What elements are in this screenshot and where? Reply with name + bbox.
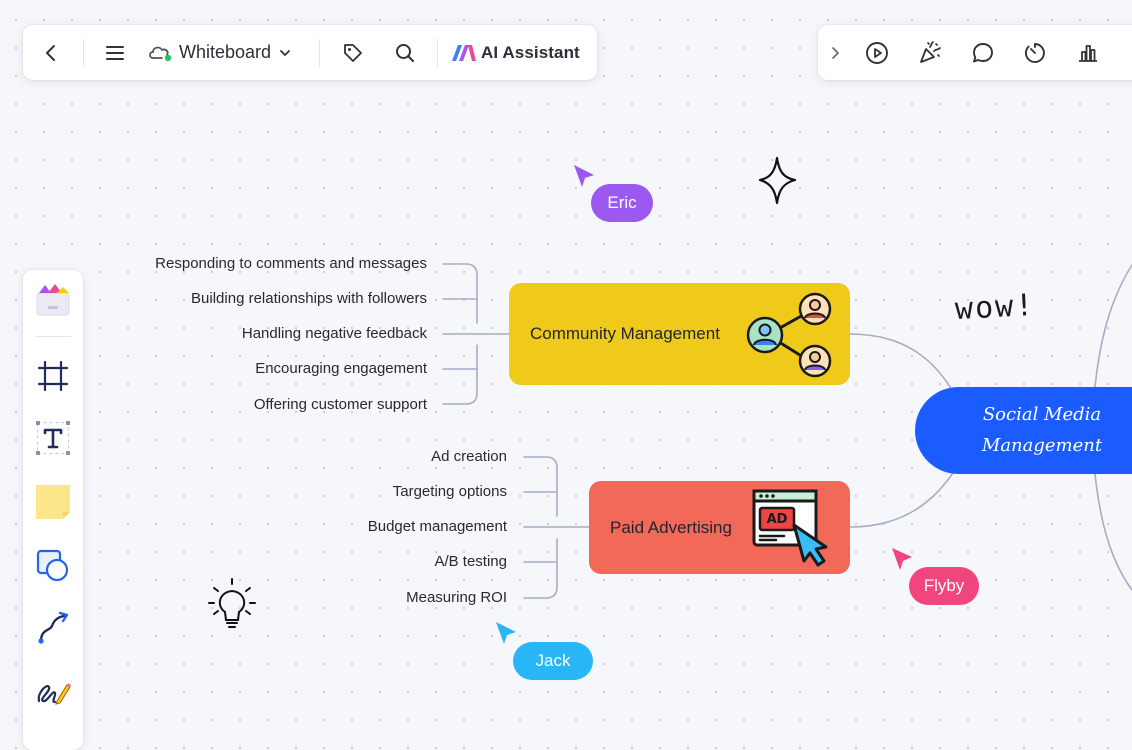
comment-bubble-icon — [973, 42, 993, 62]
connector-right-bottom — [1094, 473, 1132, 591]
center-node-title-line1: Social Media — [982, 404, 1102, 425]
cursor-arrow-jack-icon — [496, 622, 516, 644]
play-circle-icon — [866, 41, 888, 64]
social-media-management-node[interactable]: Social Media Management — [915, 387, 1132, 474]
advertising-item-ad-creation[interactable]: Ad creation — [431, 448, 507, 465]
cursor-tag-jack: Jack — [513, 642, 593, 680]
bar-chart-icon — [1079, 44, 1097, 62]
connector-community-item-5 — [442, 344, 478, 405]
sticky-note-icon — [36, 485, 70, 519]
connector-right-top — [1094, 264, 1132, 388]
advertising-item-roi[interactable]: Measuring ROI — [406, 589, 507, 606]
pen-tool[interactable] — [33, 672, 73, 712]
shape-tool[interactable] — [33, 546, 73, 586]
connector-advertising-center — [849, 469, 956, 528]
text-icon — [36, 421, 70, 455]
celebrate-button[interactable] — [912, 25, 948, 80]
ai-logo-icon — [452, 44, 476, 61]
shapes-icon — [36, 549, 69, 582]
search-button[interactable] — [385, 25, 425, 80]
wow-annotation[interactable]: wow! — [954, 287, 1037, 328]
cloud-synced-icon — [149, 46, 172, 61]
community-network-icon — [746, 292, 832, 378]
cursor-arrow-flyby-icon — [892, 548, 912, 570]
frame-icon — [37, 360, 69, 392]
toolbar-divider — [437, 39, 438, 67]
cursor-arrow-eric-icon — [574, 165, 594, 187]
canvas-connectors — [208, 156, 1132, 644]
back-button[interactable] — [31, 25, 71, 80]
connector-advertising-item-5 — [523, 538, 558, 599]
templates-tool[interactable] — [33, 280, 73, 320]
community-item-relationships[interactable]: Building relationships with followers — [191, 290, 427, 307]
community-item-negative-feedback[interactable]: Handling negative feedback — [241, 325, 427, 342]
timer-button[interactable] — [1017, 25, 1053, 80]
timer-icon — [1024, 42, 1045, 63]
tag-icon — [344, 43, 362, 62]
comment-button[interactable] — [965, 25, 1001, 80]
connector-tool[interactable] — [33, 608, 73, 648]
top-toolbar: Whiteboard AI Assistant — [23, 25, 597, 80]
paid-advertising-label: Paid Advertising — [610, 517, 732, 537]
chevron-right-icon — [832, 46, 839, 59]
ad-icon-text: AD — [766, 511, 788, 527]
community-management-label: Community Management — [530, 324, 720, 343]
party-popper-icon — [920, 40, 941, 63]
left-toolbar — [23, 270, 83, 750]
collapse-toolbar-button[interactable] — [818, 25, 852, 80]
connector-community-item-1 — [442, 263, 478, 324]
community-management-node[interactable]: Community Management — [509, 283, 850, 385]
hamburger-menu-icon — [106, 45, 124, 60]
document-switcher[interactable]: Whiteboard — [147, 25, 307, 80]
ad-browser-icon: AD — [752, 489, 832, 567]
templates-icon — [36, 284, 70, 316]
ai-assistant-label: AI Assistant — [481, 42, 580, 62]
text-tool[interactable] — [33, 418, 73, 458]
present-button[interactable] — [859, 25, 895, 80]
search-icon — [396, 43, 414, 62]
advertising-item-targeting[interactable]: Targeting options — [392, 483, 507, 500]
sticky-note-tool[interactable] — [33, 482, 73, 522]
chevron-down-icon — [280, 49, 290, 56]
paid-advertising-node[interactable]: Paid Advertising AD — [589, 481, 850, 574]
sparkle-doodle-icon — [758, 156, 797, 205]
connector-community-center — [849, 333, 956, 396]
connector-curve-icon — [38, 611, 69, 644]
community-item-engagement[interactable]: Encouraging engagement — [255, 360, 427, 377]
toolbar-divider — [319, 39, 320, 67]
right-toolbar — [818, 25, 1132, 80]
frame-tool[interactable] — [33, 356, 73, 396]
community-item-responding[interactable]: Responding to comments and messages — [155, 255, 427, 272]
vote-button[interactable] — [1070, 25, 1106, 80]
connector-advertising-item-1 — [523, 456, 558, 517]
chevron-left-icon — [46, 44, 55, 61]
cursor-tag-flyby: Flyby — [909, 567, 979, 605]
center-node-title-line2: Management — [981, 435, 1103, 456]
tag-button[interactable] — [333, 25, 373, 80]
advertising-item-budget[interactable]: Budget management — [367, 518, 507, 535]
pen-scribble-icon — [37, 683, 71, 705]
advertising-item-ab-testing[interactable]: A/B testing — [434, 553, 507, 570]
cursor-tag-eric: Eric — [591, 184, 653, 222]
ai-assistant-button[interactable]: AI Assistant — [451, 25, 587, 80]
toolbar-divider — [35, 336, 71, 337]
document-name: Whiteboard — [179, 42, 272, 62]
community-item-support[interactable]: Offering customer support — [253, 396, 427, 413]
menu-button[interactable] — [95, 25, 135, 80]
toolbar-divider — [83, 39, 84, 67]
lightbulb-doodle-icon — [208, 578, 256, 628]
